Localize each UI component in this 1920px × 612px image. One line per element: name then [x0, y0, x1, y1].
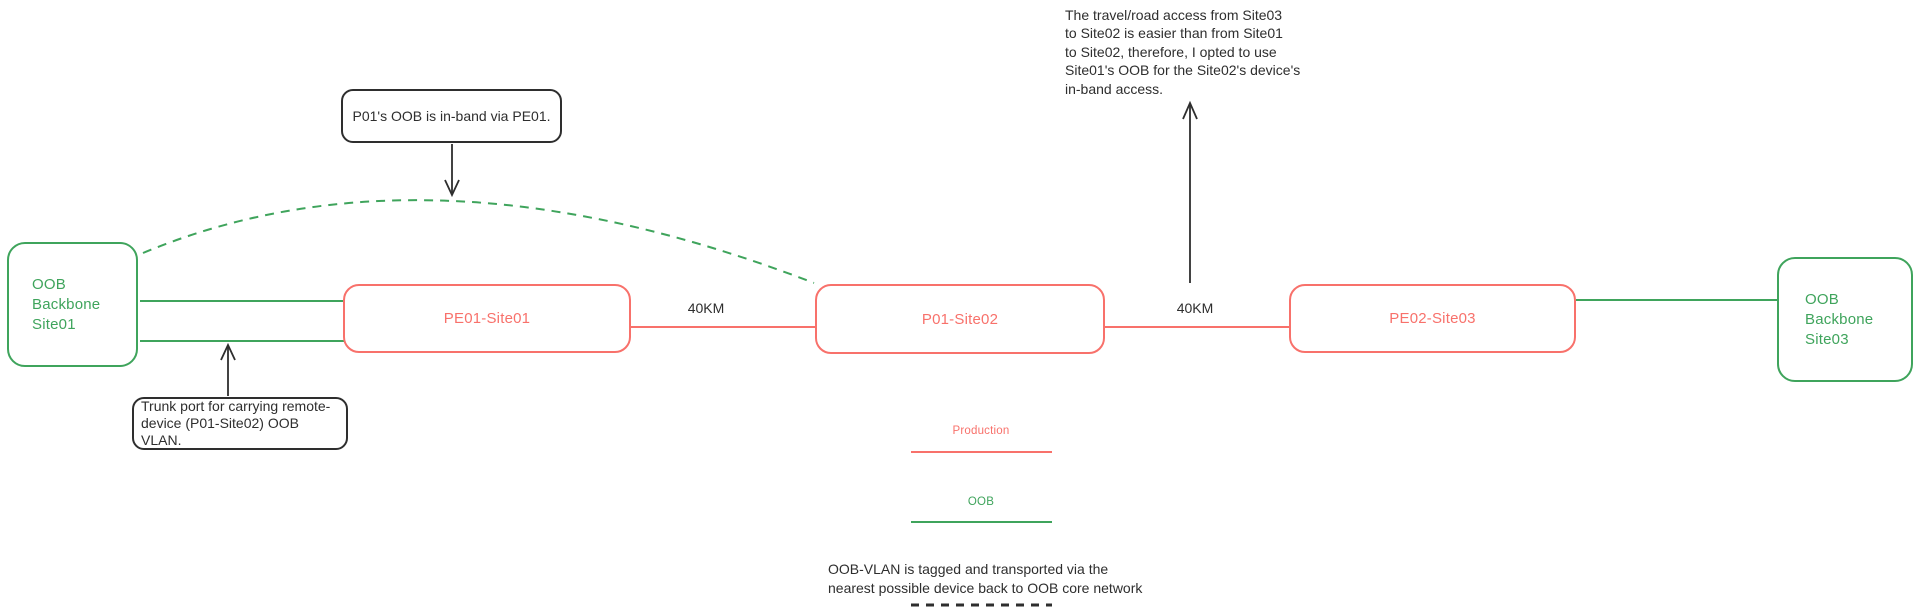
node-label-line: Site03 — [1805, 330, 1849, 348]
distance-label-pe01-p01: 40KM — [687, 300, 725, 316]
node-label-line: Site01 — [32, 315, 76, 333]
node-pe01-site01: PE01-Site01 — [343, 284, 631, 353]
callout-text-line: device (P01-Site02) OOB VLAN. — [141, 415, 299, 448]
note-line: in-band access. — [1065, 80, 1164, 97]
note-line: The travel/road access from Site03 — [1065, 7, 1283, 23]
note-travel-access: The travel/road access from Site03 to Si… — [1065, 6, 1300, 98]
node-oob-backbone-site01: OOB Backbone Site01 — [7, 242, 138, 367]
callout-text: P01's OOB is in-band via PE01. — [352, 108, 551, 124]
trunk-callout-arrowhead — [220, 342, 236, 361]
node-label: PE02-Site03 — [1389, 310, 1476, 327]
inband-callout-arrowhead — [444, 179, 460, 198]
legend-note-line: nearest possible device back to OOB core… — [828, 580, 1143, 597]
node-pe02-site03: PE02-Site03 — [1289, 284, 1576, 353]
node-p01-site02: P01-Site02 — [815, 284, 1105, 354]
node-label-line: OOB Backbone — [1805, 290, 1874, 328]
callout-inband-note: P01's OOB is in-band via PE01. — [341, 89, 562, 143]
node-label: P01-Site02 — [921, 310, 999, 328]
note-line: to Site02, therefore, I opted to use — [1065, 43, 1277, 60]
oob-inband-dashed-curve — [142, 199, 815, 284]
note-line: Site01's OOB for the Site02's device's — [1065, 62, 1301, 79]
legend-oob-label: OOB — [967, 496, 995, 508]
node-label-line: OOB Backbone — [32, 275, 101, 313]
legend-production-label: Production — [952, 425, 1010, 437]
callout-text-line: Trunk port for carrying remote- — [141, 398, 331, 414]
distance-label-p01-pe02: 40KM — [1176, 300, 1214, 316]
node-label: PE01-Site01 — [443, 310, 531, 327]
travel-note-arrowhead — [1182, 100, 1198, 120]
note-line: to Site02 is easier than from Site01 — [1065, 25, 1283, 42]
node-oob-backbone-site03: OOB Backbone Site03 — [1777, 257, 1913, 382]
callout-trunk-note: Trunk port for carrying remote- device (… — [132, 397, 348, 450]
legend-note-line: OOB-VLAN is tagged and transported via t… — [828, 561, 1109, 577]
legend-oob-vlan-note: OOB-VLAN is tagged and transported via t… — [828, 560, 1142, 598]
